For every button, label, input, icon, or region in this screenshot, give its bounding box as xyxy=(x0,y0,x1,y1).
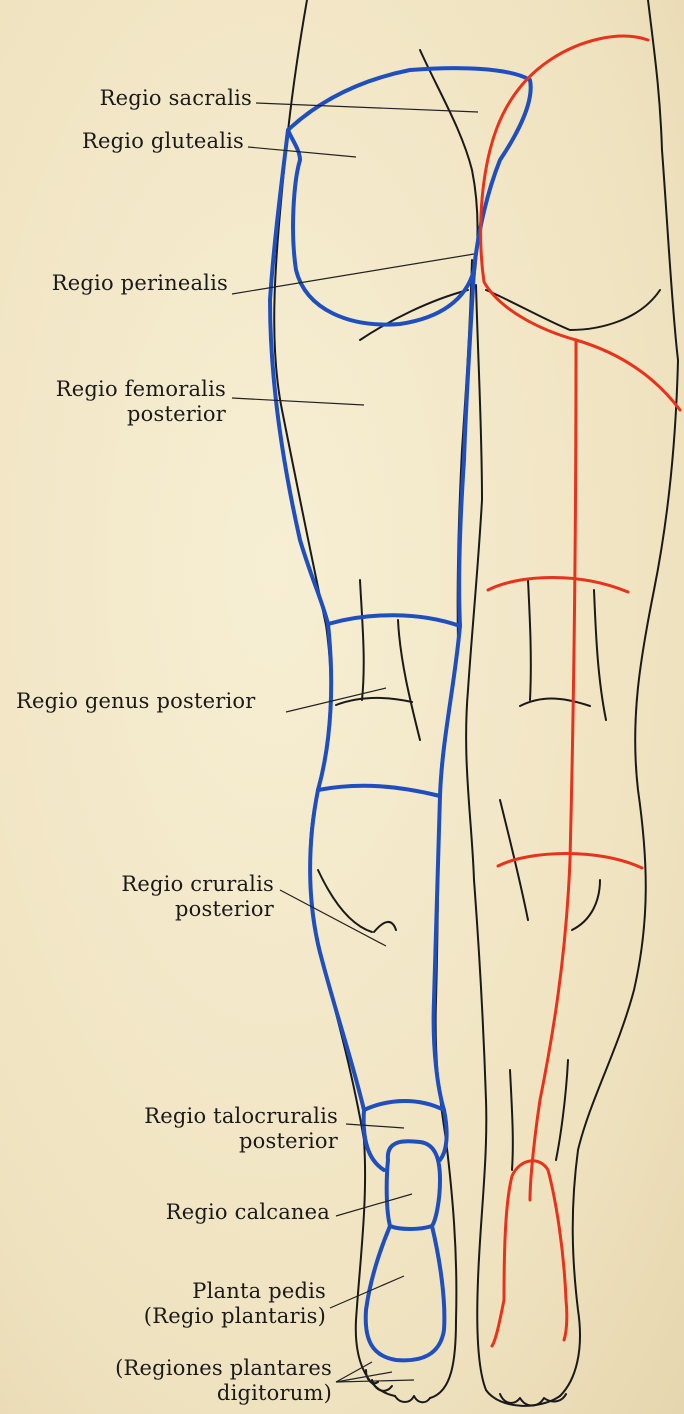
heel-region-outline xyxy=(387,1141,440,1229)
red-thigh-knee-line xyxy=(488,578,628,593)
plantar-region-outline xyxy=(366,1226,445,1360)
leader-genus xyxy=(286,688,386,712)
leader-talocruralis xyxy=(346,1124,404,1128)
right-calf-lines xyxy=(500,800,600,930)
knee-outer-side xyxy=(318,624,331,790)
knee-top-border xyxy=(328,615,460,626)
label-regio-talocruralis-posterior: Regio talocruralis posterior xyxy=(80,1104,338,1154)
label-regio-genus-posterior: Regio genus posterior xyxy=(16,689,255,714)
label-regio-cruralis-posterior: Regio cruralis posterior xyxy=(50,872,274,922)
leader-sacralis xyxy=(256,103,478,112)
knee-bottom-border xyxy=(318,786,440,796)
label-regio-calcanea: Regio calcanea xyxy=(110,1200,330,1225)
ankle-outer-side xyxy=(364,1110,384,1170)
leader-calcanea xyxy=(336,1194,412,1216)
calf-inner-side xyxy=(434,796,444,1110)
body-outline xyxy=(274,0,678,1406)
leader-femoralis xyxy=(232,398,364,405)
label-regio-glutealis: Regio glutealis xyxy=(30,129,244,154)
left-calf-lines xyxy=(318,870,396,932)
right-toes xyxy=(500,1394,566,1406)
gluteal-region-outline xyxy=(288,68,531,324)
label-regio-perinealis: Regio perinealis xyxy=(10,271,228,296)
left-knee-lines xyxy=(336,580,420,740)
red-posterior-midline xyxy=(530,340,576,1200)
label-regiones-plantares-digitorum: (Regiones plantares digitorum) xyxy=(60,1356,332,1406)
red-region-lines xyxy=(481,36,680,1346)
leader-glutealis xyxy=(248,147,356,157)
leader-perinealis xyxy=(232,254,474,294)
thigh-outer-border xyxy=(270,130,328,624)
label-planta-pedis: Planta pedis (Regio plantaris) xyxy=(100,1279,326,1329)
calf-outer-side xyxy=(310,790,364,1110)
red-gluteal-outline xyxy=(481,36,648,340)
label-regio-sacralis: Regio sacralis xyxy=(40,86,252,111)
blue-region-outlines xyxy=(270,68,531,1360)
label-regio-femoralis-posterior: Regio femoralis posterior xyxy=(10,377,226,427)
red-gluteal-lower xyxy=(576,340,680,410)
right-knee-lines xyxy=(520,580,606,720)
ankle-top-border xyxy=(364,1101,444,1110)
left-gluteal-fold xyxy=(360,290,468,340)
knee-inner-side xyxy=(440,626,460,796)
right-leg-inner-contour xyxy=(466,285,560,1406)
right-leg-outer-contour xyxy=(560,0,678,1396)
gluteal-cleft xyxy=(420,50,478,280)
